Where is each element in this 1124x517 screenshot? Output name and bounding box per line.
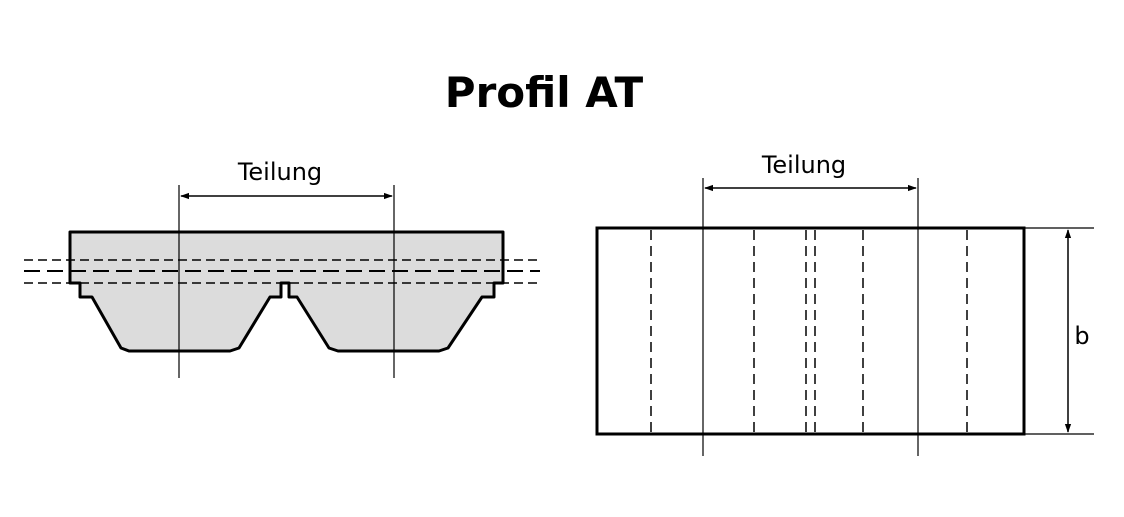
belt-top-rect (595, 226, 1026, 436)
pitch-label-left: Teilung (237, 158, 322, 186)
page-title: Profil AT (444, 68, 644, 117)
width-label: b (1074, 322, 1089, 350)
pitch-label-right: Teilung (761, 151, 846, 179)
side-view: Teilung (24, 158, 540, 378)
belt-profile (68, 230, 505, 353)
top-view: Teilung b (595, 151, 1094, 456)
